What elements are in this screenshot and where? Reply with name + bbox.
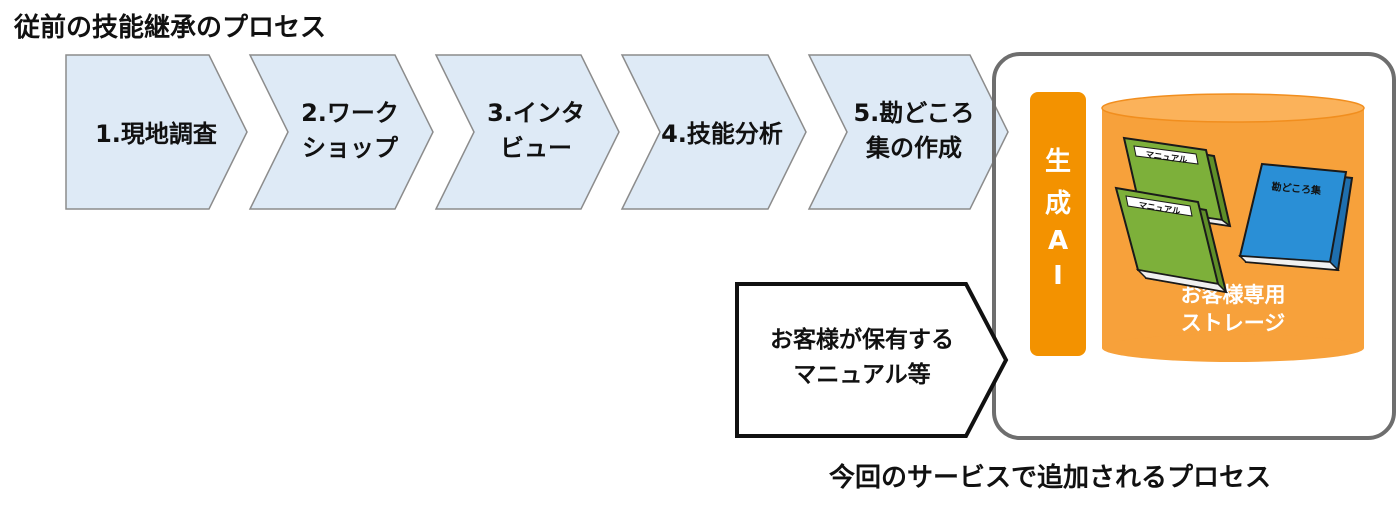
- step-4: 4.技能分析: [620, 54, 807, 210]
- step-1-label: 1.現地調査: [95, 120, 217, 148]
- generative-ai-bar: 生 成 A I: [1030, 92, 1086, 356]
- ai-bar-char-1: 生: [1045, 147, 1071, 177]
- ai-bar-char-4: I: [1053, 261, 1063, 291]
- diagram-title: 従前の技能継承のプロセス: [13, 12, 326, 43]
- kandokoro-book-label: 勘どころ集: [1271, 180, 1323, 197]
- step-5-label-line2: 集の作成: [865, 134, 962, 162]
- kandokoro-book-icon: 勘どころ集: [1238, 162, 1354, 272]
- customer-manuals-input: お客様が保有する マニュアル等: [735, 282, 1009, 438]
- step-2: 2.ワーク ショップ: [248, 54, 434, 210]
- new-process-box: [992, 52, 1396, 440]
- step-5: 5.勘どころ 集の作成: [807, 54, 1009, 210]
- step-1: 1.現地調査: [65, 54, 248, 210]
- ai-bar-char-3: A: [1048, 226, 1068, 256]
- step-2-label-line2: ショップ: [302, 134, 399, 162]
- ai-bar-char-2: 成: [1045, 189, 1071, 219]
- new-process-caption: 今回のサービスで追加されるプロセス: [829, 462, 1271, 493]
- step-3-label-line2: ビュー: [500, 134, 572, 162]
- storage-label-line2: ストレージ: [1181, 311, 1286, 335]
- step-3-label-line1: 3.インタ: [487, 99, 585, 127]
- step-5-label-line1: 5.勘どころ: [853, 99, 974, 127]
- step-3: 3.インタ ビュー: [434, 54, 620, 210]
- input-label-line1: お客様が保有する: [770, 326, 954, 353]
- step-2-label-line1: 2.ワーク: [301, 99, 399, 127]
- input-label-line2: マニュアル等: [793, 361, 930, 388]
- step-4-label: 4.技能分析: [661, 120, 783, 148]
- manual-book-icon: マニュアル: [1114, 186, 1229, 294]
